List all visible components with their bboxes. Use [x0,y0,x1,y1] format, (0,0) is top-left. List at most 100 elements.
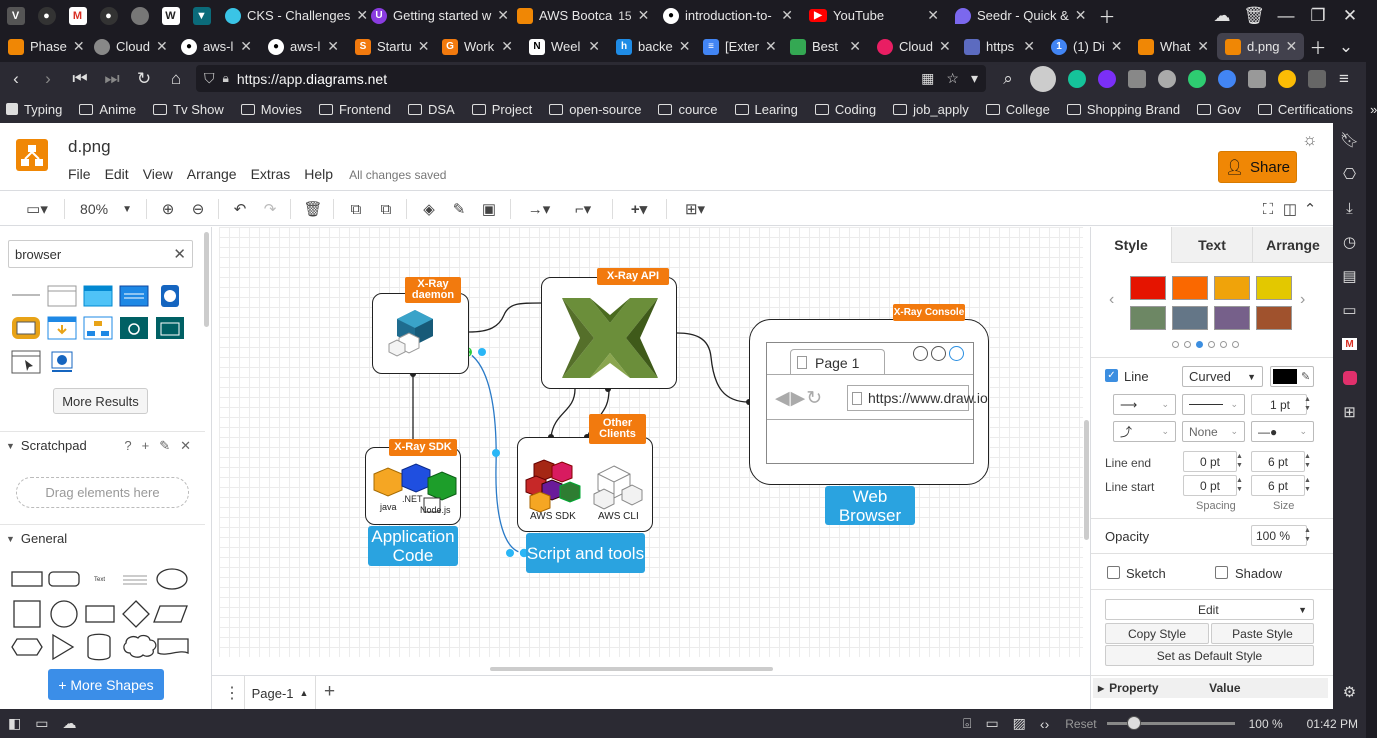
scratchpad-dropzone[interactable]: Drag elements here [16,477,189,508]
window-icon[interactable]: ▭ [985,715,999,731]
sketch-checkbox[interactable] [1107,566,1120,579]
bookmark-folder[interactable]: Anime [79,102,136,117]
color-swatch[interactable] [1256,276,1292,300]
qr-icon[interactable]: ▦ [921,70,935,86]
zoom-out-icon[interactable]: ⊖ [191,201,205,218]
page-dot[interactable] [1208,341,1215,348]
tabs-icon[interactable]: ▭ [35,715,49,731]
add-panel-icon[interactable]: ⊞ [1343,404,1356,421]
menu-edit[interactable]: Edit [104,166,129,182]
extension-icon[interactable] [1158,69,1176,88]
line-end-size-input[interactable]: 6 pt [1251,451,1305,472]
new-tab-button-2[interactable]: ＋ [1309,39,1327,58]
opacity-input[interactable]: 100 % [1251,525,1307,546]
shape-browser-dark[interactable] [119,284,149,308]
color-swatch[interactable] [1172,276,1208,300]
bookmark-icon[interactable]: 🔖︎ [1339,132,1360,149]
extension-icon[interactable] [1278,69,1296,88]
shape-parallelogram[interactable] [153,605,188,623]
shadow-icon[interactable]: ▣ [481,201,497,218]
extension-icon[interactable] [1128,69,1146,88]
pinned-tab-github[interactable]: ● [31,2,62,29]
line-color-picker[interactable]: ✎ [1270,366,1314,387]
shape-cloud[interactable] [123,634,157,658]
xray-sdk-node[interactable]: java .NET Node.js [365,447,461,525]
panel-icon[interactable]: ◧ [8,715,22,731]
shape-hexagon[interactable] [11,638,43,656]
shape-textbox[interactable] [123,575,147,585]
web-browser-label[interactable]: Web Browser [825,486,915,525]
color-swatch[interactable] [1256,306,1292,330]
tab-item[interactable]: Cloud✕ [86,33,173,60]
tab-introduction[interactable]: ●introduction-to-✕ [655,2,801,29]
shape-window-cursor[interactable] [11,350,41,374]
shape-rectangle[interactable] [11,571,43,587]
collapse-icon[interactable]: ⌃ [1303,201,1317,218]
line-width-input[interactable]: 1 pt [1251,394,1307,415]
stepper-icon[interactable]: ▲▼ [1304,527,1311,543]
line-checkbox[interactable]: ✓ [1105,369,1118,382]
tab-item[interactable]: ●aws-l✕ [173,33,260,60]
page-dot[interactable] [1184,341,1191,348]
zoom-select[interactable]: 80%▼ [76,199,136,219]
tab-text[interactable]: Text [1171,227,1252,263]
bookmark-folder[interactable]: DSA [407,102,455,117]
shape-triangle[interactable] [52,633,75,661]
tab-item[interactable]: 1(1) Di✕ [1043,33,1130,60]
shape-process[interactable] [85,605,115,623]
zoom-slider-thumb[interactable] [1126,716,1141,730]
fill-color-icon[interactable]: ◈ [423,201,435,218]
theme-sun-icon[interactable]: ☼ [1302,130,1318,149]
code-icon[interactable]: ‹› [1039,715,1050,732]
tab-list-icon[interactable]: ⌄ [1338,36,1354,56]
line-style-select[interactable]: Curved▼ [1182,366,1263,387]
shape-circle[interactable] [50,600,78,628]
paste-style-button[interactable]: Paste Style [1211,623,1314,644]
home-icon[interactable]: ⌂ [170,68,182,88]
extension-icon[interactable] [1218,69,1236,88]
bookmark-folder[interactable]: job_apply [893,102,969,117]
close-icon[interactable]: ✕ [1285,38,1298,54]
close-icon[interactable]: ✕ [849,38,861,54]
tab-active-drawio[interactable]: d.png✕ [1217,33,1304,60]
extension-icon[interactable] [1098,69,1116,88]
table-icon[interactable]: ⊞▾ [684,201,706,218]
bookmark-folder[interactable]: Tv Show [153,102,224,117]
zoom-slider[interactable] [1106,716,1235,730]
line-start-size-input[interactable]: 6 pt [1251,475,1305,496]
tab-youtube[interactable]: ▶YouTube✕ [801,2,947,29]
shape-monitor[interactable] [11,316,41,340]
close-icon[interactable]: ✕ [637,7,650,23]
add-icon[interactable]: + [141,437,150,453]
tab-item[interactable]: ●aws-l✕ [260,33,347,60]
bookmark-folder[interactable]: Coding [814,102,876,117]
xray-api-node[interactable] [541,277,677,389]
to-back-icon[interactable]: ⧉ [380,200,392,218]
avatar[interactable] [1030,65,1056,92]
stepper-icon[interactable]: ▲▼ [1304,396,1311,412]
delete-icon[interactable]: 🗑︎ [303,201,323,218]
lock-icon[interactable]: 🔒︎ [222,71,229,85]
pinned-tab-globe[interactable] [124,2,155,29]
file-name[interactable]: d.png [68,137,111,156]
general-header[interactable]: ▼ General [0,524,205,552]
window-close-button[interactable]: ✕ [1342,5,1358,25]
bookmark-folder[interactable]: Movies [240,102,302,117]
search-input[interactable]: browser✕ [8,240,193,268]
window-icon[interactable]: ▭ [1342,302,1357,319]
shape-cylinder[interactable] [87,633,111,661]
pinned-tab-github-2[interactable]: ● [93,2,124,29]
shape-globe-window[interactable] [47,350,77,374]
tab-page-1[interactable]: Page-1▲ [244,676,316,710]
share-button[interactable]: 👤︎Share [1218,151,1297,183]
history-icon[interactable]: ⎔ [1342,166,1357,183]
close-icon[interactable]: ✕ [497,7,510,23]
bookmark-folder[interactable]: Gov [1197,102,1241,117]
shape-ellipse[interactable] [156,568,188,590]
color-swatch[interactable] [1214,306,1250,330]
zoom-in-icon[interactable]: ⊕ [161,201,175,218]
shape-document[interactable] [157,638,189,655]
stepper-icon[interactable]: ▲▼ [1304,477,1311,493]
